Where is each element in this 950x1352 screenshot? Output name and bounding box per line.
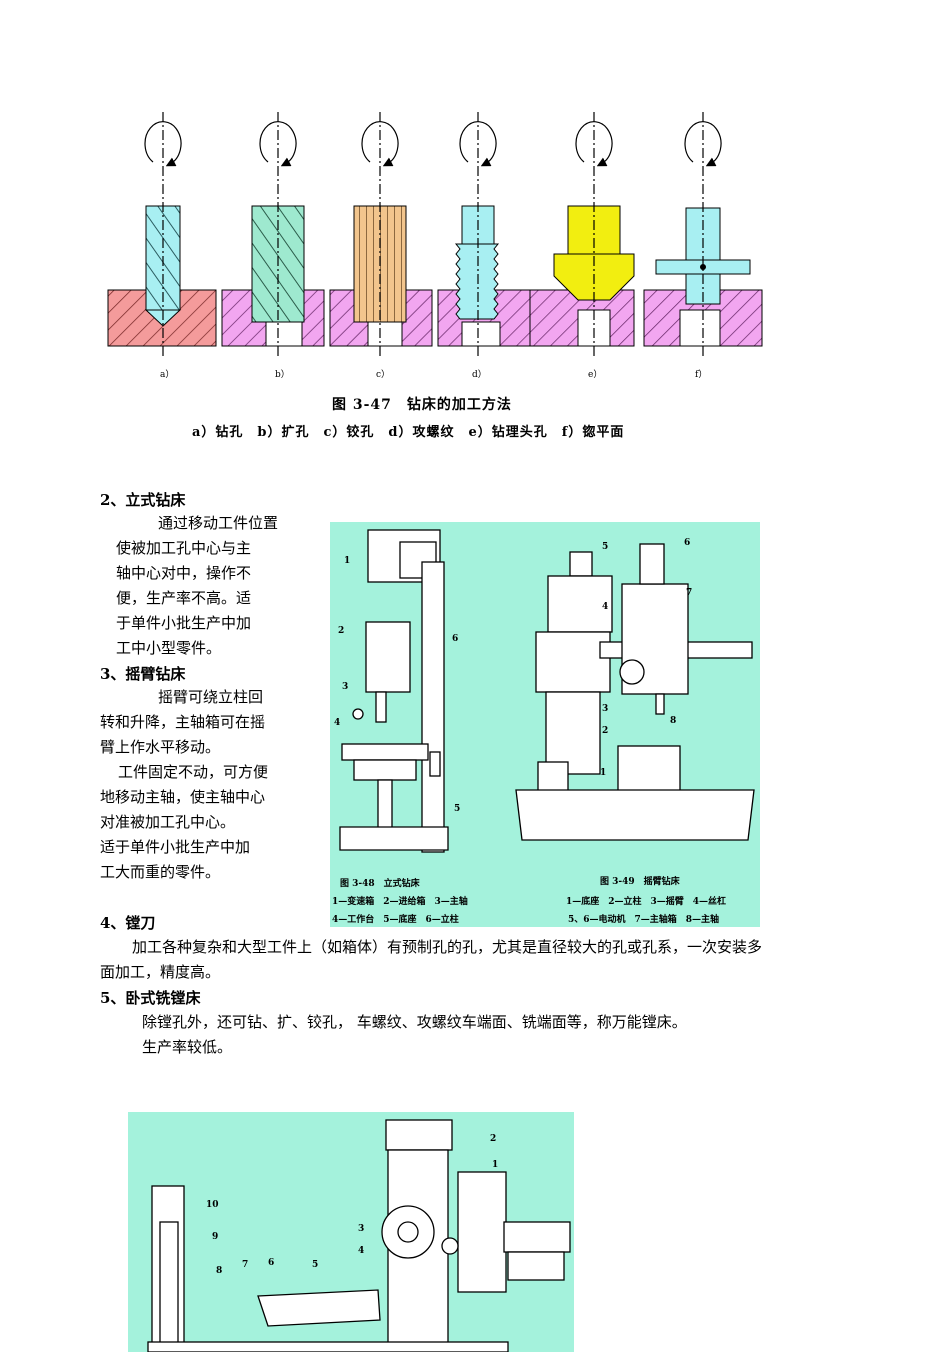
section3-line: 适于单件小批生产中加 [100,838,251,856]
sublabel-b: b） [275,370,290,380]
vertical-drill-number: 5 [454,804,461,814]
radial-drill-legend: 5、6—电动机 7—主轴箱 8—主轴 [568,915,720,925]
section2-line: 便，生产率不高。适 [116,589,252,607]
vertical-drill-number: 3 [342,682,349,692]
boring-mill-number: 8 [216,1266,223,1276]
vertical-drill-number: 4 [334,718,341,728]
section3-heading: 3、摇臂钻床 [100,665,186,683]
boring-mill-number: 3 [358,1224,365,1234]
figure1-subtitle: a）钻孔 b）扩孔 c）铰孔 d）攻螺纹 e）钻理头孔 f）锪平面 [192,425,625,440]
sublabel-f: f） [695,370,708,380]
section3-line: 工大而重的零件。 [100,863,221,881]
radial-drill-number: 1 [600,768,607,778]
section3-line: 臂上作水平移动。 [100,738,221,756]
radial-drill-number: 4 [602,602,609,612]
boring-mill-number: 9 [212,1232,219,1242]
boring-mill-number: 4 [358,1246,365,1256]
section2-line: 轴中心对中，操作不 [116,564,252,582]
section2-line: 使被加工孔中心与主 [116,539,252,557]
section2-heading: 2、立式钻床 [100,491,186,509]
section3-line: 摇臂可绕立柱回 [158,688,264,706]
drilling-machines-illustration [339,529,755,853]
section2-line: 于单件小批生产中加 [116,614,252,632]
radial-drill-number: 7 [686,588,693,598]
boring-mill-number: 6 [268,1258,275,1268]
section3-line: 工件固定不动，可方便 [118,763,269,781]
sublabel-a: a） [160,370,175,380]
radial-drill-number: 3 [602,704,609,714]
section5-heading: 5、卧式铣镗床 [100,989,201,1007]
boring-mill-number: 2 [490,1134,497,1144]
figure-drilling-methods [100,100,780,450]
vertical-drill-number: 1 [344,556,351,566]
boring-mill-illustration [147,1119,571,1352]
sublabel-d: d） [472,370,487,380]
drilling-methods-illustration [107,112,763,356]
figure-horizontal-boring-mill: 2 1 10 9 3 4 8 7 6 5 [128,1112,574,1352]
section4-heading: 4、镗刀 [100,914,156,932]
radial-drill-number: 8 [670,716,677,726]
section2-body: 通过移动工件位置 使被加工孔中心与主 轴中心对中，操作不 便，生产率不高。适 于… [116,511,316,661]
vertical-drill-legend: 1—变速箱 2—进给箱 3—主轴 [332,897,468,907]
radial-drill-caption: 图 3-49 摇臂钻床 [600,877,680,887]
sublabel-c: c） [376,370,391,380]
radial-drill-number: 6 [684,538,691,548]
vertical-drill-number: 6 [452,634,459,644]
figure1-title: 图 3-47 钻床的加工方法 [332,397,512,413]
section2-line: 工中小型零件。 [116,639,222,657]
radial-drill-number: 5 [602,542,609,552]
section4-line1: 加工各种复杂和大型工件上（如箱体）有预制孔的孔，尤其是直径较大的孔或孔系，一次安… [132,938,763,956]
section2-line: 通过移动工件位置 [158,514,279,532]
vertical-drill-caption: 图 3-48 立式钻床 [340,879,420,889]
section4-line2: 面加工，精度高。 [100,963,221,981]
section3-body: 摇臂可绕立柱回 转和升降，主轴箱可在摇 臂上作水平移动。 工件固定不动，可方便 … [100,685,320,885]
section3-line: 对准被加工孔中心。 [100,813,236,831]
vertical-drill-legend: 4—工作台 5—底座 6—立柱 [332,915,459,925]
section5-line1: 除镗孔外，还可钻、扩、铰孔， 车螺纹、攻螺纹车端面、铣端面等，称万能镗床。 [142,1013,687,1031]
boring-mill-number: 5 [312,1260,319,1270]
section3-line: 转和升降，主轴箱可在摇 [100,713,266,731]
section5-line2: 生产率较低。 [142,1038,233,1056]
sublabel-e: e） [588,370,603,380]
boring-mill-number: 10 [206,1200,219,1210]
boring-mill-number: 1 [492,1160,499,1170]
radial-drill-legend: 1—底座 2—立柱 3—摇臂 4—丝杠 [566,897,727,907]
boring-mill-number: 7 [242,1260,249,1270]
section3-line: 地移动主轴，使主轴中心 [100,788,266,806]
figure-drilling-machines: 1 2 3 4 5 6 1 2 3 4 5 6 7 8 图 3-48 立式钻床 … [330,522,760,927]
vertical-drill-number: 2 [338,626,345,636]
radial-drill-number: 2 [602,726,609,736]
